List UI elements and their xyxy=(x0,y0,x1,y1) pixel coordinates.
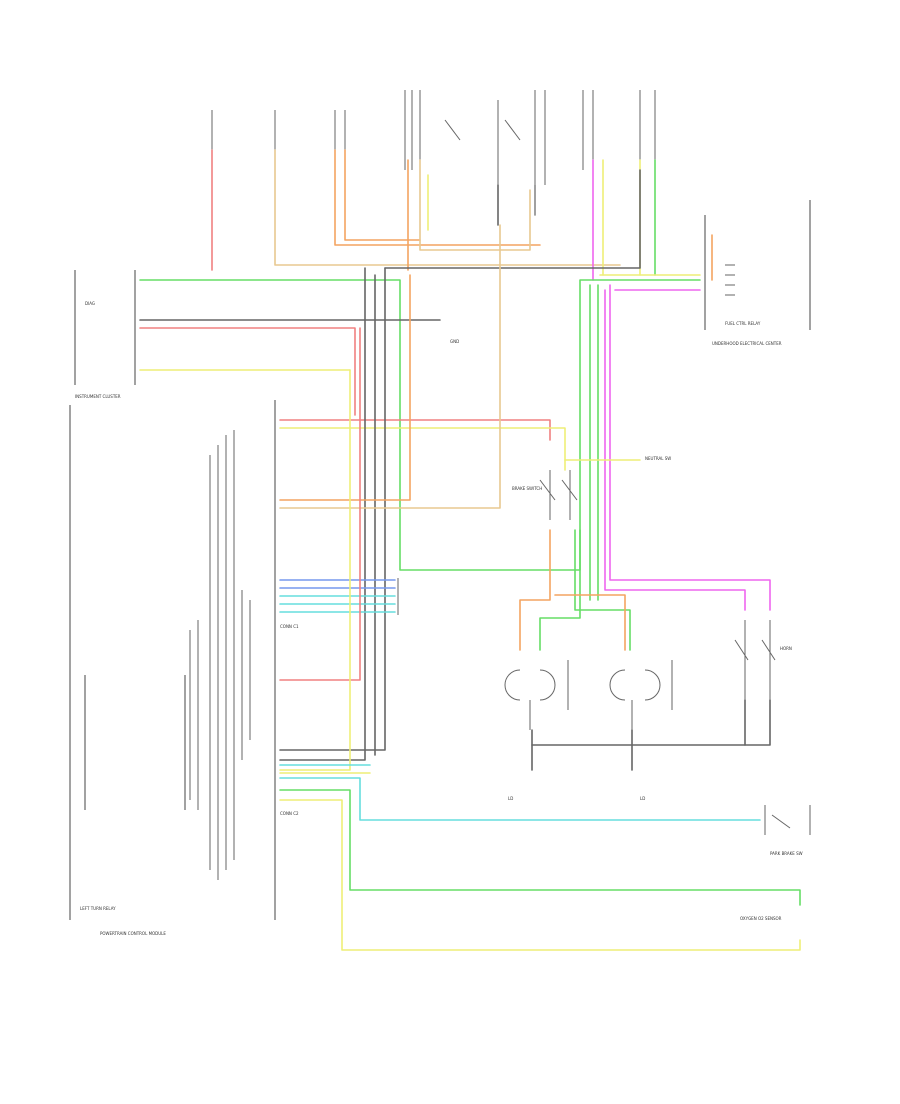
top-connectors xyxy=(211,90,656,185)
left-upper-block: DIAG xyxy=(74,270,136,385)
underhood-center: FUEL CTRL RELAY UNDERHOOD ELECTRICAL CEN… xyxy=(704,200,811,346)
wire-tan-top-2 xyxy=(419,159,531,251)
neutral-switch-label: NEUTRAL SW xyxy=(645,456,671,461)
brake-switch-label: BRAKE SWITCH xyxy=(512,486,542,491)
gnd-label: GND xyxy=(450,339,459,344)
o2-sensor-label: OXYGEN O2 SENSOR xyxy=(740,916,782,921)
wire-tan-top-1 xyxy=(274,149,621,266)
mid-wires xyxy=(279,224,801,951)
instrument-cluster-label: INSTRUMENT CLUSTER xyxy=(75,394,121,399)
left-turn-relay-label: LEFT TURN RELAY xyxy=(80,906,116,911)
connector-c2-label: CONN C2 xyxy=(280,811,299,816)
top-wires xyxy=(211,149,656,281)
underhood-center-label: UNDERHOOD ELECTRICAL CENTER xyxy=(712,341,782,346)
upper-bus xyxy=(139,169,771,611)
right-relays: HORN xyxy=(734,620,792,746)
wire-orange-top-1 xyxy=(334,149,541,246)
ld-left-label: LD xyxy=(508,796,513,801)
left-module: LEFT TURN RELAY POWERTRAIN CONTROL MODUL… xyxy=(69,400,299,936)
brake-switch: NEUTRAL SW BRAKE SWITCH xyxy=(512,456,671,651)
wire-orange-top-2 xyxy=(344,149,421,241)
ld-right-label: LD xyxy=(640,796,645,801)
horn-label: HORN xyxy=(780,646,792,651)
powertrain-module-label: POWERTRAIN CONTROL MODULE xyxy=(100,931,166,936)
connector-c1-label: CONN C1 xyxy=(280,624,299,629)
fuel-relay-label: FUEL CTRL RELAY xyxy=(725,321,761,326)
bottom-right-devices: PARK BRAKE SW OXYGEN O2 SENSOR xyxy=(740,805,811,921)
park-brake-label: PARK BRAKE SW xyxy=(770,851,803,856)
lamps: LD LD xyxy=(504,660,771,801)
diag-label: DIAG xyxy=(85,301,95,306)
